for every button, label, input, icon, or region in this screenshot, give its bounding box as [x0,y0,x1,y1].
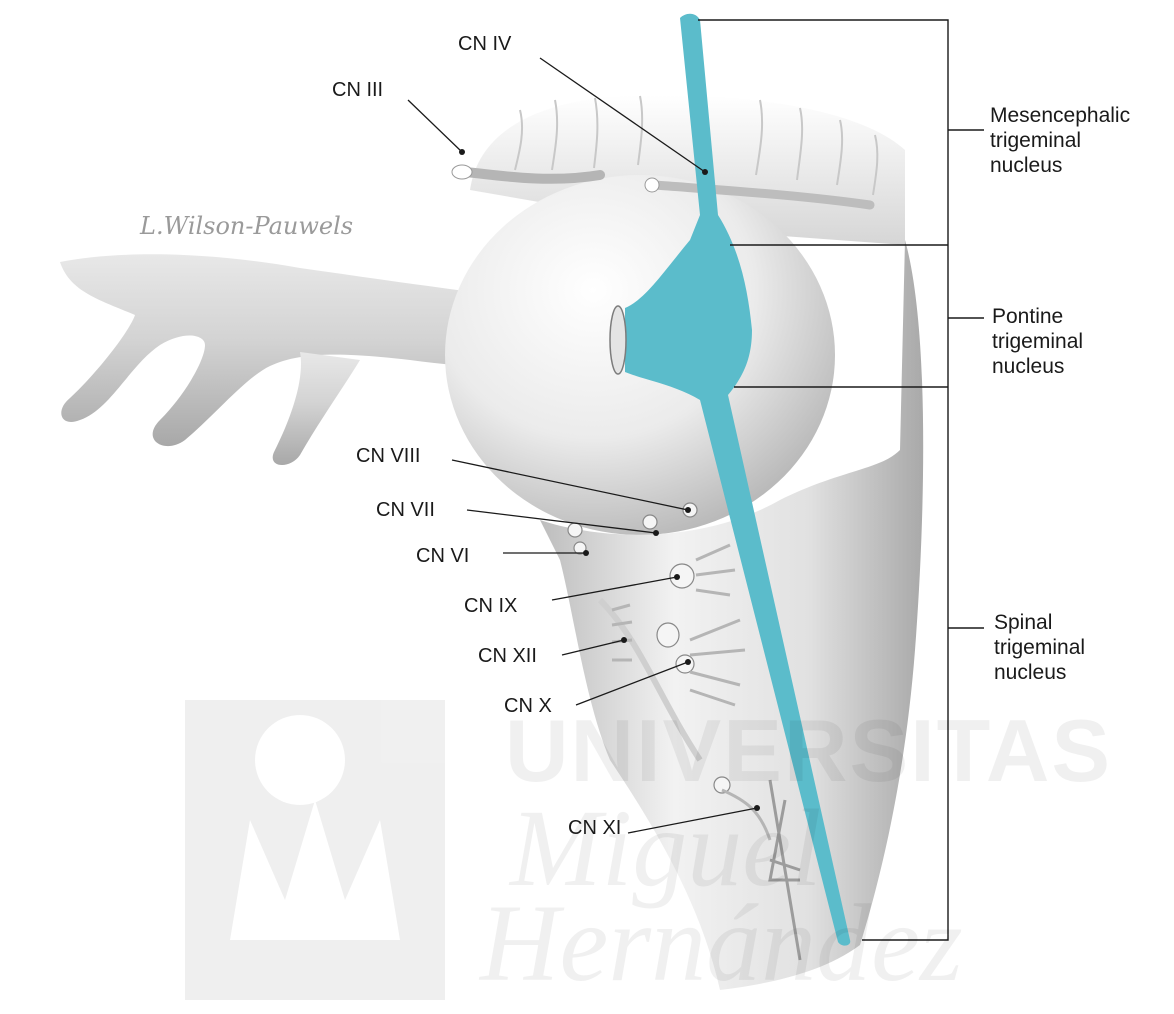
label-cn-vi: CN VI [416,544,469,568]
label-mesencephalic-nucleus: Mesencephalic trigeminal nucleus [990,103,1130,178]
artist-signature: L.Wilson-Pauwels [140,212,353,240]
label-spinal-nucleus: Spinal trigeminal nucleus [994,610,1085,685]
spinal-line-1: Spinal [994,610,1085,635]
spinal-line-2: trigeminal [994,635,1085,660]
spinal-line-3: nucleus [994,660,1085,685]
mesencephalic-line-2: trigeminal [990,128,1130,153]
label-cn-xi: CN XI [568,816,621,840]
mesencephalic-line-1: Mesencephalic [990,103,1130,128]
pontine-line-3: nucleus [992,354,1083,379]
label-cn-x: CN X [504,694,552,718]
watermark-hernandez: Hernández [480,880,963,1007]
trigeminal-root-entry [610,306,626,374]
label-cn-vii: CN VII [376,498,435,522]
label-cn-iv: CN IV [458,32,511,56]
label-cn-ix: CN IX [464,594,517,618]
watermark-emblem [185,700,445,1000]
label-cn-viii: CN VIII [356,444,420,468]
pontine-line-2: trigeminal [992,329,1083,354]
pontine-line-1: Pontine [992,304,1083,329]
label-cn-xii: CN XII [478,644,537,668]
label-cn-iii: CN III [332,78,383,102]
mesencephalic-line-3: nucleus [990,153,1130,178]
label-pontine-nucleus: Pontine trigeminal nucleus [992,304,1083,379]
